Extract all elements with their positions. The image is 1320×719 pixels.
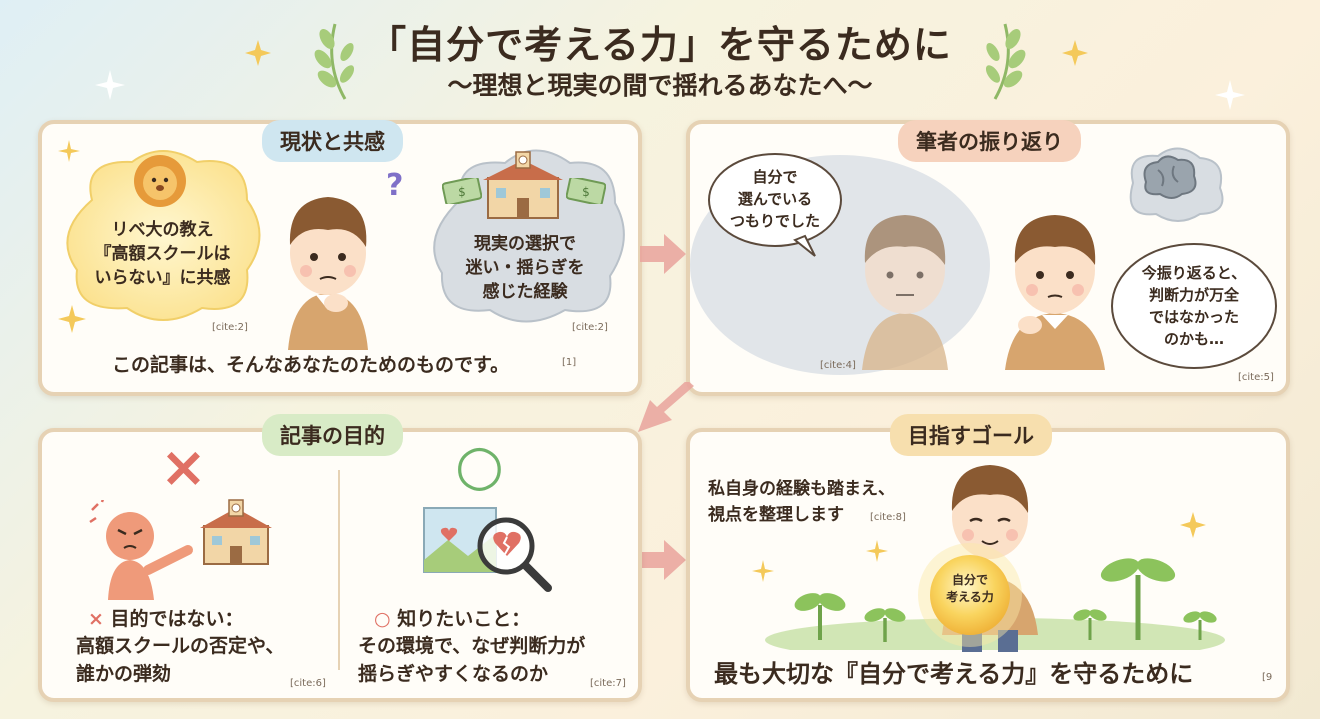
sparkle-icon — [752, 560, 774, 582]
arrow-down-left-icon — [638, 382, 694, 432]
laurel-right-icon — [985, 23, 1026, 100]
sparkle-icon — [95, 70, 125, 100]
arrow-right-icon — [640, 540, 686, 580]
present-cite: [cite:5] — [1238, 372, 1274, 383]
sparkle-icon — [245, 40, 271, 66]
school-icon — [483, 151, 563, 219]
sparkle-icon — [58, 140, 80, 162]
sparkle-icon — [866, 540, 888, 562]
panel-current-caption: この記事は、そんなあなたのためのものです。 — [112, 354, 510, 376]
present-self-illustration — [1005, 215, 1105, 370]
sparkle-icon — [1215, 80, 1245, 110]
past-cite: [cite:4] — [820, 360, 856, 371]
arrow-right-icon — [640, 234, 686, 274]
orb-text: 自分で 考える力 — [946, 573, 994, 604]
want-title-row: ○ 知りたいこと： — [374, 604, 530, 631]
panel-current-caption-cite: [1] — [562, 357, 577, 368]
brain-icon — [1143, 155, 1197, 199]
empathy-cite: [cite:2] — [212, 322, 248, 333]
page-title: 「自分で考える力」を守るために — [368, 23, 952, 67]
sprout-icon — [864, 608, 906, 642]
panel-reflection-label: 筆者の振り返り — [898, 120, 1081, 162]
angry-figure-illustration — [89, 500, 193, 600]
empathy-text: リベ大の教え 『高額スクールは いらない』に共感 — [94, 220, 231, 288]
present-speech-bubble — [1111, 243, 1277, 369]
cross-mark-icon: × — [160, 435, 207, 500]
want-title: 知りたいこと： — [397, 608, 531, 630]
past-self-illustration — [862, 215, 948, 370]
broken-heart-icon — [493, 531, 521, 556]
goal-footer: 最も大切な『自分で考える力』を守るために — [714, 660, 1194, 688]
past-thought-text: 自分で 選んでいる つもりでした — [729, 168, 820, 230]
laurel-left-icon — [314, 23, 355, 100]
thinking-boy-illustration — [288, 197, 368, 350]
worry-cite: [cite:2] — [572, 322, 608, 333]
sparkle-icon — [1180, 512, 1206, 538]
goal-intro-cite: [cite:8] — [870, 512, 906, 523]
money-icon: $ — [442, 178, 482, 204]
panel-goal-label: 目指すゴール — [890, 414, 1052, 456]
glowing-orb — [918, 543, 1022, 647]
circle-mark-icon: ○ — [455, 433, 504, 498]
page-subtitle: 〜理想と現実の間で揺れるあなたへ〜 — [447, 71, 873, 100]
panel-purpose-label: 記事の目的 — [262, 414, 403, 456]
sparkle-icon — [1062, 40, 1088, 66]
want-cite: [cite:7] — [590, 678, 626, 689]
svg-text:$: $ — [458, 185, 466, 199]
magnifier-illustration — [423, 507, 552, 592]
svg-text:$: $ — [582, 185, 590, 199]
heart-icon — [440, 527, 458, 541]
empathy-cloud — [66, 150, 261, 321]
past-speech-bubble — [708, 153, 842, 257]
cross-mark-small-icon: × — [88, 608, 104, 630]
worry-text: 現実の選択で 迷い・揺らぎを 感じた経験 — [465, 234, 585, 302]
circle-mark-small-icon: ○ — [374, 608, 391, 630]
purpose-divider — [338, 470, 340, 670]
sprout-icon — [1183, 611, 1217, 640]
want-body: その環境で、なぜ判断力が 揺らぎやすくなるのか — [358, 635, 586, 685]
panel-current-label: 現状と共感 — [262, 120, 403, 162]
question-mark-icon: ? — [386, 168, 404, 203]
sprout-icon — [794, 593, 846, 640]
money-icon: $ — [566, 178, 606, 204]
sparkle-icon — [58, 305, 86, 333]
school-icon — [200, 499, 272, 565]
not-purpose-cite: [cite:6] — [290, 678, 326, 689]
goal-footer-cite: [9 — [1262, 672, 1273, 683]
not-purpose-title: 目的ではない： — [110, 608, 244, 630]
lion-icon — [134, 155, 186, 207]
present-thought-text: 今振り返ると、 判断力が万全 ではなかった のかも… — [1141, 264, 1247, 348]
sprout-icon — [1100, 558, 1176, 640]
not-purpose-title-row: × 目的ではない： — [88, 604, 244, 631]
not-purpose-body: 高額スクールの否定や、 誰かの弾劾 — [76, 635, 285, 685]
sprout-icon — [1073, 609, 1107, 640]
goal-intro: 私自身の経験も踏まえ、 視点を整理します — [708, 479, 895, 525]
